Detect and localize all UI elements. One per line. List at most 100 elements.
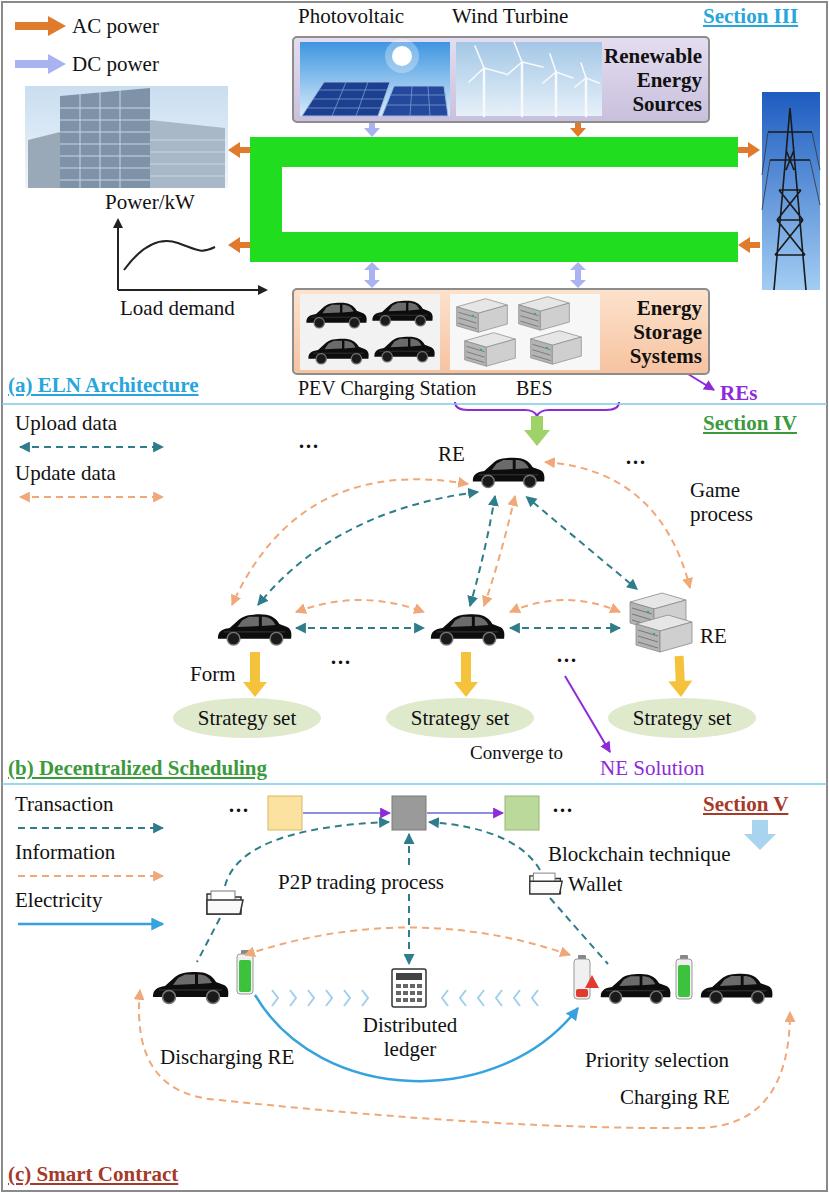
section-b-art-part [484, 496, 515, 606]
legend-text: Information [15, 840, 115, 864]
section-b-art-part [258, 492, 478, 605]
process-label: Game process [690, 478, 780, 526]
source-panel-part-part [382, 86, 448, 116]
panel-heading: Renewable Energy Sources [598, 44, 702, 116]
strategy-ellipse-part-part [608, 698, 756, 738]
section-a-art-part [364, 262, 380, 288]
section-c-art-part [585, 975, 599, 988]
legend-text: Update data [15, 461, 116, 485]
section-c-art-part [505, 796, 539, 830]
section-b-art-part [545, 462, 690, 588]
storage-panel-part-part [300, 294, 440, 370]
entity-label: RE [438, 442, 465, 466]
legend-text: Transaction [15, 792, 113, 816]
section-c-art-part [207, 891, 243, 914]
section-a-art-part [124, 241, 215, 270]
section-c-art-part [255, 995, 578, 1081]
section-a-art-part [15, 54, 66, 74]
role-label: Charging RE [620, 1085, 730, 1109]
component-label: PEV Charging Station [298, 377, 476, 400]
section-a-art-part [113, 218, 123, 228]
section-a-art-part [762, 92, 820, 290]
panel-heading: Energy Storage Systems [598, 296, 702, 368]
strategy-label: Strategy set [411, 697, 510, 739]
storage-entity: RE [625, 590, 730, 656]
strategy-ellipse: Strategy set [607, 697, 757, 739]
vehicle-entity: RE [436, 440, 548, 496]
legend-text: Upload data [15, 411, 117, 435]
storage-panel-part-part [372, 301, 432, 326]
section-c-art-part [303, 812, 390, 814]
storage-panel-part-part [306, 303, 366, 328]
strategy-ellipse: Strategy set [385, 697, 535, 739]
source-panel-part-part-part [469, 42, 599, 87]
arrow-head [626, 579, 638, 590]
section-c-art-part [530, 873, 562, 894]
group-label: REs [720, 381, 757, 405]
ellipsis-mark: ··· [625, 450, 646, 474]
storage-panel-part-part [531, 331, 582, 364]
section-a-art [2, 16, 827, 446]
step-label: Form [190, 662, 236, 686]
panel-title: (c) Smart Contract [8, 1162, 178, 1186]
component-label: Wallet [568, 872, 622, 896]
section-c-art-part [197, 918, 220, 962]
result-label: NE Solution [600, 756, 704, 780]
axis-label: Load demand [120, 296, 235, 320]
section-a-art-part [688, 374, 714, 390]
strategy-ellipse-part-part [386, 698, 534, 738]
panel-title: (a) ELN Architecture [8, 373, 199, 397]
source-panel-part-part [300, 42, 450, 116]
section-c-art-part [392, 969, 426, 1007]
section-c-art-part [18, 875, 163, 877]
section-b-art-part [218, 614, 291, 645]
section-label: Section III [703, 4, 798, 28]
section-a-art-part [118, 226, 260, 290]
section-b-art-part [510, 627, 620, 629]
storage-panel-part-part [457, 299, 508, 332]
section-a-art-part [228, 142, 250, 158]
source-panel-part-part [308, 82, 447, 116]
ellipsis-mark: ··· [298, 434, 319, 458]
ellipsis-mark: ··· [330, 650, 351, 674]
section-a-art-part [570, 262, 586, 288]
section-a-art-part [28, 132, 60, 188]
source-panel-part-part [469, 42, 599, 116]
section-a-art-part [60, 90, 225, 188]
section-c-art-part [392, 796, 426, 830]
storage-entity-part-part [636, 615, 692, 652]
section-b-art-part [470, 496, 495, 606]
section-c-art-part [550, 898, 608, 964]
section-a-art-part [250, 137, 738, 262]
section-a-art-part [768, 108, 812, 290]
section-b-art-part [232, 479, 468, 605]
section-a-art-part [25, 86, 228, 188]
section-c-art-part [701, 974, 773, 1004]
source-panel-part-part [456, 42, 602, 116]
legend-text: Electricity [15, 888, 102, 912]
section-b-art-part [510, 600, 620, 612]
connector [526, 496, 638, 590]
section-c-art-part [442, 990, 538, 1006]
section-c-art-part [408, 834, 410, 964]
component-label: Wind Turbine [452, 4, 568, 28]
axis-label: Power/kW [105, 190, 195, 214]
section-a-art-part [762, 132, 820, 210]
section-b-art-part [20, 496, 163, 498]
arrow-head [668, 680, 692, 697]
source-panel-part-part [392, 46, 412, 66]
connector-line [533, 502, 630, 583]
strategy-label: Strategy set [198, 697, 297, 739]
source-panel: Renewable Energy Sources [292, 36, 710, 123]
connector-line [679, 656, 680, 683]
step-label: Converge to [470, 742, 563, 764]
section-c-art-part [744, 820, 776, 850]
section-c-art-part [18, 827, 163, 829]
ellipsis-mark: ··· [228, 798, 249, 822]
section-b-art-part [2, 783, 827, 785]
strategy-label: Strategy set [633, 697, 732, 739]
section-b-art-part [296, 627, 424, 629]
role-label: Discharging RE [160, 1045, 294, 1069]
section-c-art-part [429, 822, 540, 870]
section-a-art-part [150, 120, 225, 188]
